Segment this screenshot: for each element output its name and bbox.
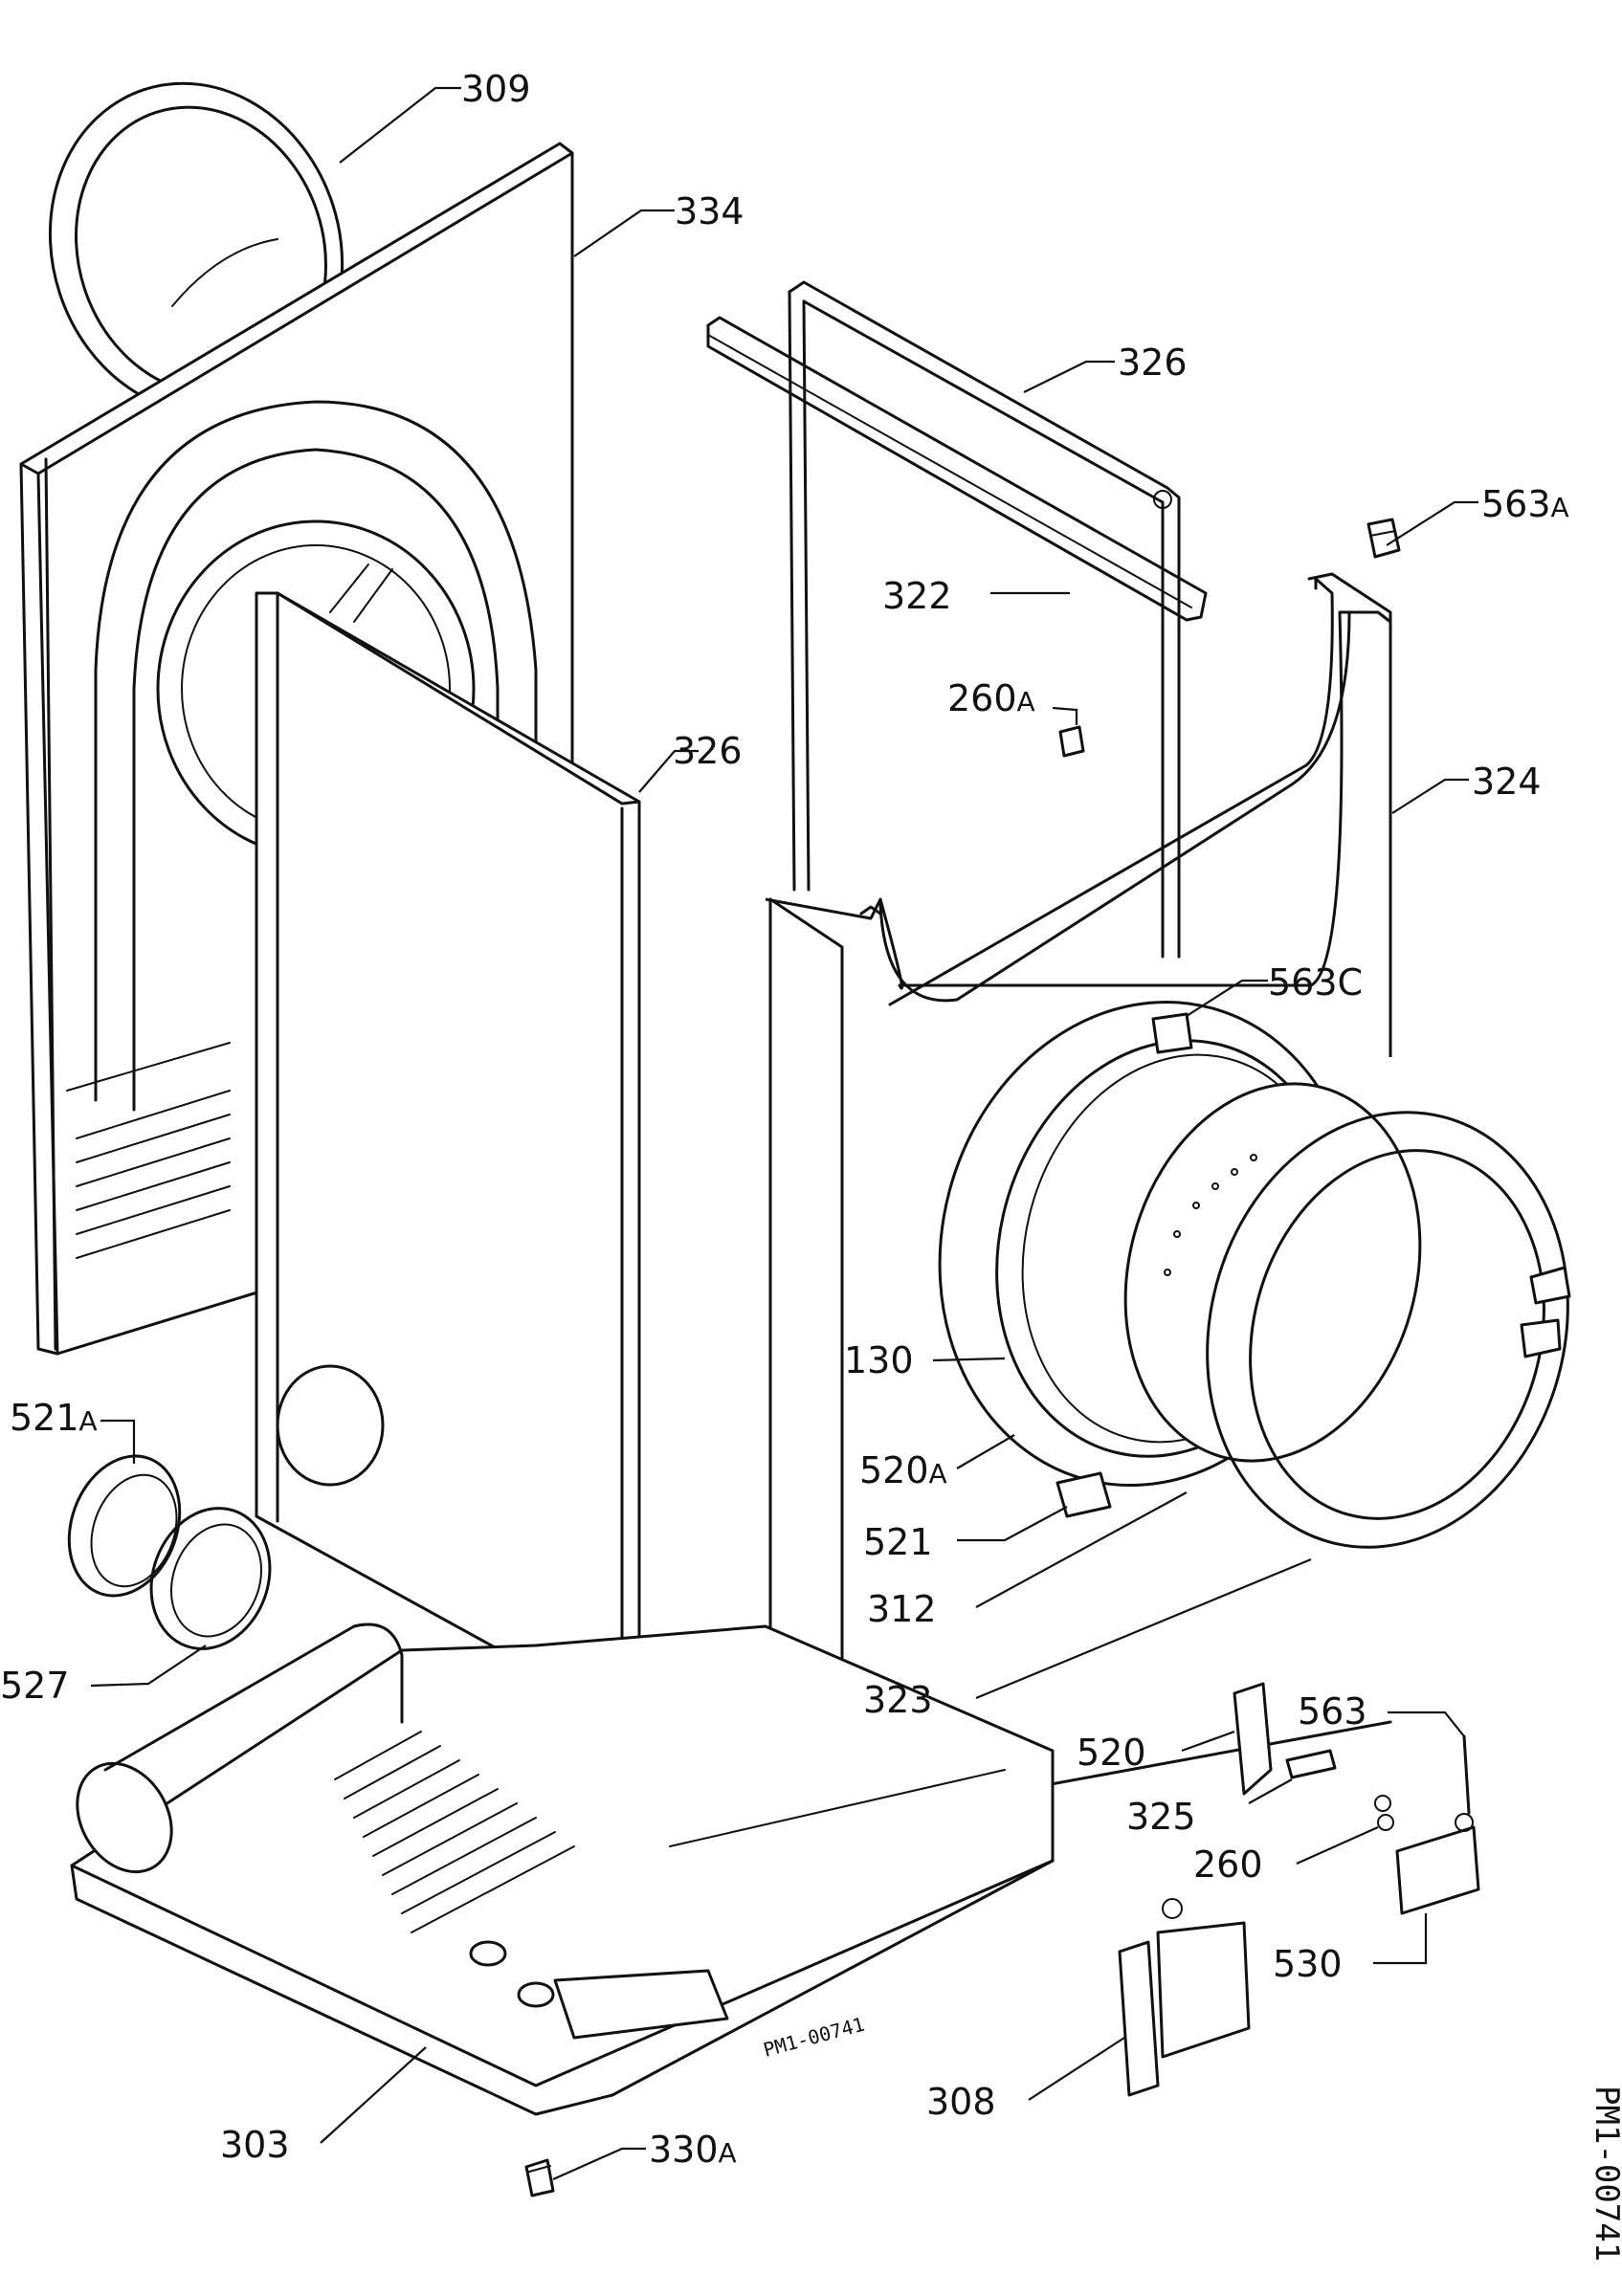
- part-520-lock: [1233, 1682, 1273, 1796]
- label-326-top: 326: [1118, 342, 1188, 384]
- part-260a-clip: [1058, 725, 1085, 758]
- part-527-ring: [149, 1507, 272, 1650]
- door-assembly: [938, 1000, 1571, 1549]
- drawing-code-stamp: PM1-00741: [761, 2013, 867, 2062]
- part-322-top-strip: [706, 316, 1208, 622]
- label-308: 308: [926, 2081, 996, 2123]
- label-130: 130: [844, 1339, 914, 1381]
- label-530: 530: [1273, 1943, 1343, 1985]
- label-303: 303: [220, 2124, 290, 2166]
- label-563: 563: [1298, 1690, 1367, 1733]
- part-303-base: [70, 1623, 1055, 2116]
- part-260-spring: [1374, 1795, 1394, 1831]
- label-324: 324: [1472, 761, 1542, 803]
- part-325-lever: [1285, 1749, 1337, 1779]
- part-labels: 309 334 326 322 563A 260A 326 324 563C 1…: [0, 68, 1569, 2171]
- label-326-side: 326: [673, 730, 743, 772]
- leader-lines: [90, 86, 1478, 2181]
- part-530-catch: [1395, 1813, 1480, 1915]
- part-563a-nut: [1366, 518, 1401, 559]
- part-308-hinge: [1118, 1898, 1251, 2097]
- label-521a: 521A: [10, 1397, 98, 1439]
- base-vents: [334, 1731, 575, 1933]
- label-563c: 563C: [1268, 961, 1363, 1004]
- part-324-front-panel: [765, 572, 1392, 1824]
- drawing-code-side: PM1-00741: [1588, 2086, 1622, 2262]
- label-309: 309: [461, 68, 531, 110]
- label-312: 312: [867, 1588, 937, 1630]
- label-323: 323: [863, 1679, 933, 1721]
- perforated-ring: [1164, 1154, 1257, 1276]
- label-325: 325: [1126, 1796, 1196, 1838]
- label-260a: 260A: [947, 677, 1035, 719]
- label-260: 260: [1193, 1843, 1263, 1886]
- rear-vents: [76, 1090, 231, 1259]
- label-521: 521: [863, 1521, 933, 1563]
- label-520: 520: [1077, 1732, 1146, 1774]
- part-326-side-panel-left: [255, 591, 641, 1719]
- part-521a-duct: [67, 1454, 182, 1598]
- part-326-top-frame: [788, 280, 1181, 959]
- label-322: 322: [882, 575, 952, 617]
- label-520a: 520A: [859, 1449, 947, 1491]
- part-330a-foot: [524, 2158, 555, 2197]
- part-563-pin: [1462, 1734, 1471, 1815]
- label-334: 334: [675, 190, 744, 232]
- label-527: 527: [0, 1665, 70, 1707]
- label-563a: 563A: [1481, 483, 1569, 525]
- label-330a: 330A: [649, 2129, 737, 2171]
